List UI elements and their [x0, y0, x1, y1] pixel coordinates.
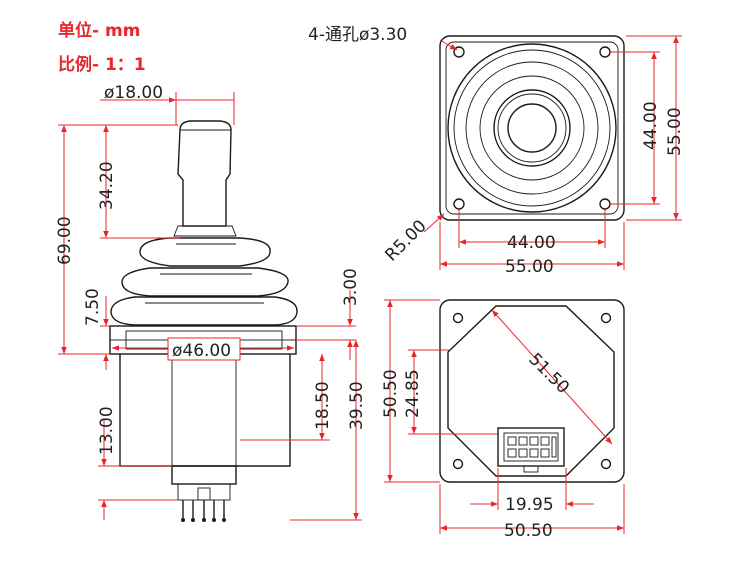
- dim-flange-diameter: ø46.00: [172, 341, 231, 361]
- mounting-holes: [453, 46, 611, 210]
- top-view: 4-通孔ø3.30 R5.00 44.00 55.00 44.00 55.00: [308, 25, 685, 277]
- dim-body-depth: 39.50: [347, 381, 367, 430]
- unit-label: 单位- mm: [58, 20, 140, 41]
- scale-label: 比例- 1：1: [58, 54, 146, 75]
- dim-holes-note: 4-通孔ø3.30: [308, 25, 407, 45]
- connector-pins: [181, 500, 226, 522]
- body-housing: [119, 354, 291, 467]
- dim-connector-offset: 24.85: [403, 369, 423, 418]
- octagon-body: [447, 305, 615, 477]
- dim-height-total: 50.50: [381, 369, 401, 418]
- dim-handle-height: 34.20: [97, 161, 117, 210]
- pin-base: [171, 465, 237, 485]
- dim-width-total: 50.50: [504, 521, 553, 541]
- handle: [177, 120, 232, 227]
- dim-connector-width: 19.95: [505, 495, 554, 515]
- dim-pin-length: 13.00: [97, 406, 117, 455]
- bottom-view: 51.50 50.50 24.85 19.95 50.50: [381, 299, 625, 541]
- rubber-boot: [110, 237, 298, 326]
- dim-handle-diameter: ø18.00: [104, 83, 163, 103]
- side-view: ø18.00 69.00 34.20 7.50 3.00 ø46.00 39.5…: [55, 83, 367, 522]
- top-plate: [439, 35, 625, 221]
- dim-flange-thickness: 3.00: [341, 268, 361, 306]
- dim-hole-spacing-v: 44.00: [641, 101, 661, 150]
- dim-diagonal: 51.50: [524, 349, 573, 398]
- dim-hole-spacing-h: 44.00: [507, 233, 556, 253]
- dim-body-mid-depth: 18.50: [313, 381, 333, 430]
- connector: [497, 427, 565, 473]
- dim-outer-height: 55.00: [665, 107, 685, 156]
- bottom-plate: [439, 299, 625, 483]
- dim-outer-width: 55.00: [505, 257, 554, 277]
- dim-boot-offset: 7.50: [83, 288, 103, 326]
- dim-corner-radius: R5.00: [381, 216, 430, 265]
- dim-total-height: 69.00: [55, 216, 75, 265]
